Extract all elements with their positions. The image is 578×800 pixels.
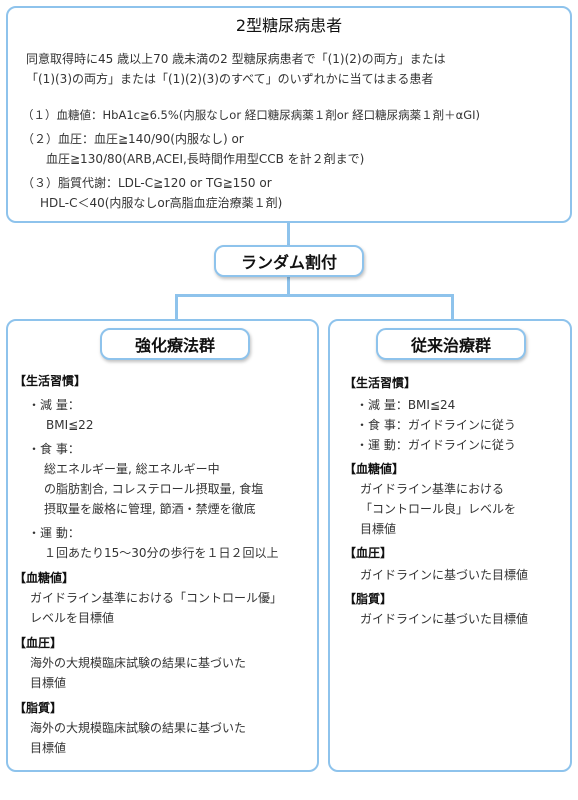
connector-left-branch: [175, 294, 178, 330]
conventional-glucose-heading: 【血糖値】: [344, 462, 405, 476]
criterion-lipid-line2: HDL-C＜40(内服なしor高脂血症治療薬１剤): [40, 196, 283, 210]
intensive-weight-label: ・減 量：: [28, 398, 80, 412]
intensive-diet-label: ・食 事：: [28, 442, 80, 456]
conventional-lipid-heading: 【脂質】: [344, 592, 393, 606]
intensive-glucose-value-line1: ガイドライン基準における「コントロール優」: [30, 591, 283, 605]
randomization-label: ランダム割付: [214, 245, 364, 277]
criterion-lipid-line1: （３）脂質代謝：LDL-C≧120 or TG≧150 or: [22, 176, 272, 190]
connector-random-down: [287, 276, 290, 296]
eligibility-intro-line1: 同意取得時に45 歳以上70 歳未満の2 型糖尿病患者で「(1)(2)の両方」ま…: [26, 52, 446, 66]
intensive-group-box: [6, 319, 319, 772]
intensive-group-title: 強化療法群: [100, 328, 250, 360]
intensive-bp-value-line1: 海外の大規模臨床試験の結果に基づいた: [30, 656, 247, 670]
intensive-exercise-value: １回あたり15〜30分の歩行を１日２回以上: [44, 546, 279, 560]
conventional-lipid-value: ガイドラインに基づいた目標値: [360, 612, 529, 626]
intensive-weight-value: BMI≦22: [46, 418, 94, 432]
intensive-diet-value-line1: 総エネルギー量, 総エネルギー中: [44, 462, 220, 476]
connector-top-to-random: [287, 222, 290, 248]
conventional-exercise: ・運 動：ガイドラインに従う: [356, 438, 516, 452]
intensive-exercise-label: ・運 動：: [28, 526, 80, 540]
criterion-glucose: （１）血糖値：HbA1c≧6.5%(内服なしor 経口糖尿病薬１剤or 経口糖尿…: [22, 108, 480, 122]
conventional-bp-value: ガイドラインに基づいた目標値: [360, 568, 529, 582]
conventional-lifestyle-heading: 【生活習慣】: [344, 376, 417, 390]
intensive-lipid-heading: 【脂質】: [14, 701, 63, 715]
criterion-bp-line2: 血圧≧130/80(ARB,ACEI,長時間作用型CCB を計２剤まで): [46, 152, 365, 166]
intensive-lifestyle-heading: 【生活習慣】: [14, 374, 87, 388]
criterion-bp-line1: （２）血圧：血圧≧140/90(内服なし) or: [22, 132, 244, 146]
conventional-group-box: [328, 319, 572, 772]
conventional-glucose-value-line1: ガイドライン基準における: [360, 482, 505, 496]
intensive-glucose-heading: 【血糖値】: [14, 571, 75, 585]
eligibility-title: 2型糖尿病患者: [235, 16, 343, 35]
eligibility-intro-line2: 「(1)(3)の両方」または「(1)(2)(3)のすべて」のいずれかに当てはまる…: [26, 72, 434, 86]
connector-horizontal: [175, 294, 453, 297]
intensive-lipid-value-line1: 海外の大規模臨床試験の結果に基づいた: [30, 721, 247, 735]
conventional-group-title: 従来治療群: [376, 328, 526, 360]
conventional-weight: ・減 量：BMI≦24: [356, 398, 456, 412]
intensive-bp-value-line2: 目標値: [30, 676, 67, 690]
conventional-glucose-value-line2: 「コントロール良」レベルを: [360, 502, 517, 516]
intensive-diet-value-line2: の脂肪割合, コレステロール摂取量, 食塩: [44, 482, 264, 496]
intensive-diet-value-line3: 摂取量を厳格に管理, 節酒・禁煙を徹底: [44, 502, 256, 516]
eligibility-box: [6, 6, 572, 223]
conventional-diet: ・食 事：ガイドラインに従う: [356, 418, 516, 432]
conventional-glucose-value-line3: 目標値: [360, 522, 397, 536]
intensive-lipid-value-line2: 目標値: [30, 741, 67, 755]
connector-right-branch: [451, 294, 454, 330]
intensive-bp-heading: 【血圧】: [14, 636, 63, 650]
conventional-bp-heading: 【血圧】: [344, 546, 393, 560]
intensive-glucose-value-line2: レベルを目標値: [30, 611, 115, 625]
